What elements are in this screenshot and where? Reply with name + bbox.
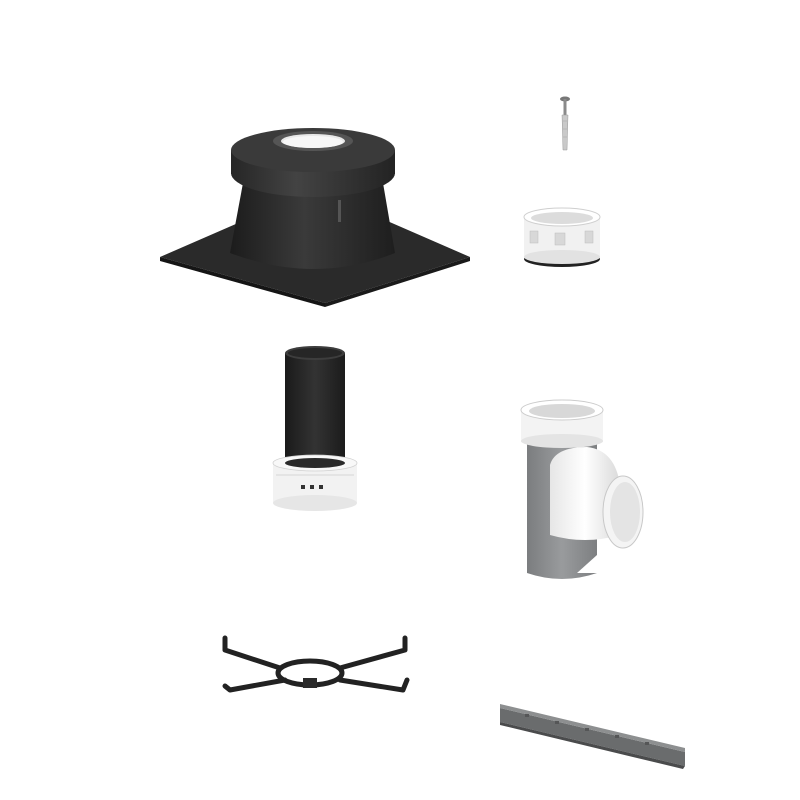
support-bracket-icon xyxy=(222,635,410,693)
anchor-screw xyxy=(555,95,575,155)
pipe-collar-icon xyxy=(523,207,601,267)
mounting-rail-icon xyxy=(500,704,685,769)
screw-anchor-icon xyxy=(560,96,570,151)
roof-flashing-icon xyxy=(160,128,470,307)
pipe-section-icon xyxy=(272,346,358,511)
roof-flashing xyxy=(155,125,475,310)
mounting-rail xyxy=(495,700,690,772)
black-pipe-section xyxy=(268,345,363,515)
tee-elbow-icon xyxy=(520,399,644,579)
support-bracket xyxy=(215,628,415,703)
connection-collar xyxy=(515,205,610,270)
tee-elbow xyxy=(515,395,650,585)
